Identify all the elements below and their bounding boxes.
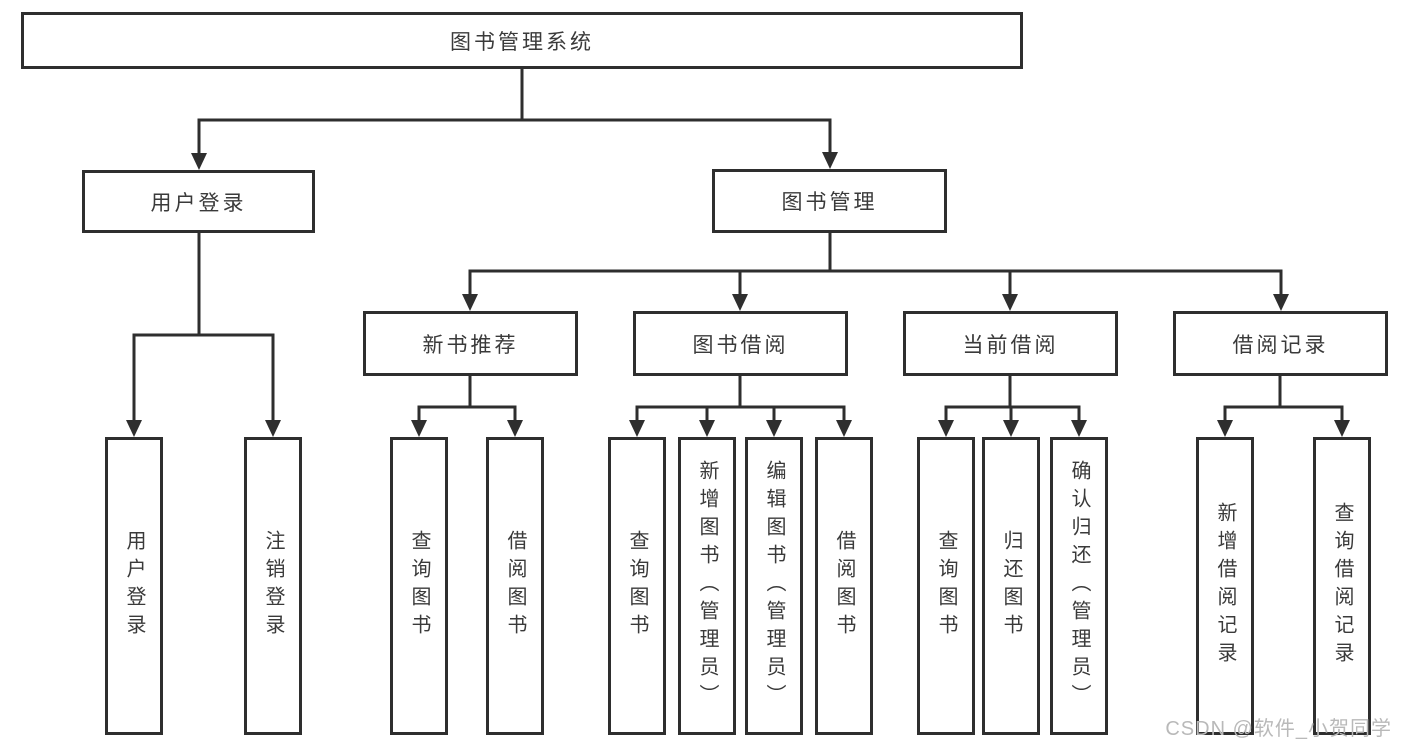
arrowheads — [126, 152, 1350, 437]
node-borrowing-records: 借阅记录 — [1173, 311, 1388, 376]
node-label: 新书推荐 — [422, 333, 519, 357]
node-label: 图书管理 — [781, 191, 878, 214]
leaf-label: 借阅图书 — [504, 530, 526, 642]
leaf-label: 查询图书 — [408, 530, 430, 642]
leaf-label: 归还图书 — [1000, 530, 1022, 642]
leaf-confirm-return-admin: 确认归还（管理员） — [1050, 437, 1108, 735]
leaf-borrow-books-recommend: 借阅图书 — [486, 437, 544, 735]
node-label: 当前借阅 — [962, 333, 1059, 357]
leaf-query-books-borrowing: 查询图书 — [608, 437, 666, 735]
node-label: 图书管理系统 — [450, 30, 594, 54]
leaf-query-books-recommend: 查询图书 — [390, 437, 448, 735]
leaf-label: 注销登录 — [262, 530, 284, 642]
node-label: 借阅记录 — [1232, 333, 1329, 357]
leaf-add-books-admin: 新增图书（管理员） — [678, 437, 736, 735]
node-user-login: 用户登录 — [82, 170, 315, 233]
leaf-label: 查询图书 — [935, 530, 957, 642]
leaf-user-login: 用户登录 — [105, 437, 163, 735]
leaf-edit-books-admin: 编辑图书（管理员） — [745, 437, 803, 735]
leaf-return-books: 归还图书 — [982, 437, 1040, 735]
node-label: 用户登录 — [150, 191, 247, 215]
leaf-label: 新增图书（管理员） — [696, 460, 718, 712]
leaf-label: 确认归还（管理员） — [1068, 460, 1090, 712]
node-book-borrowing: 图书借阅 — [633, 311, 848, 376]
leaf-query-borrow-record: 查询借阅记录 — [1313, 437, 1371, 735]
node-library-management-system: 图书管理系统 — [21, 12, 1023, 69]
csdn-watermark: CSDN @软件_小贺同学 — [1165, 718, 1392, 740]
leaf-label: 查询借阅记录 — [1331, 502, 1353, 670]
leaf-label: 新增借阅记录 — [1214, 502, 1236, 670]
leaf-add-borrow-record: 新增借阅记录 — [1196, 437, 1254, 735]
leaf-borrow-books-borrowing: 借阅图书 — [815, 437, 873, 735]
leaf-label: 用户登录 — [123, 530, 145, 642]
leaf-logout: 注销登录 — [244, 437, 302, 735]
leaf-label: 借阅图书 — [833, 530, 855, 642]
leaf-label: 查询图书 — [626, 530, 648, 642]
leaf-query-books-current: 查询图书 — [917, 437, 975, 735]
node-label: 图书借阅 — [692, 333, 789, 357]
node-new-book-recommendation: 新书推荐 — [363, 311, 578, 376]
leaf-label: 编辑图书（管理员） — [763, 460, 785, 712]
node-current-borrowing: 当前借阅 — [903, 311, 1118, 376]
node-book-management: 图书管理 — [712, 169, 947, 233]
